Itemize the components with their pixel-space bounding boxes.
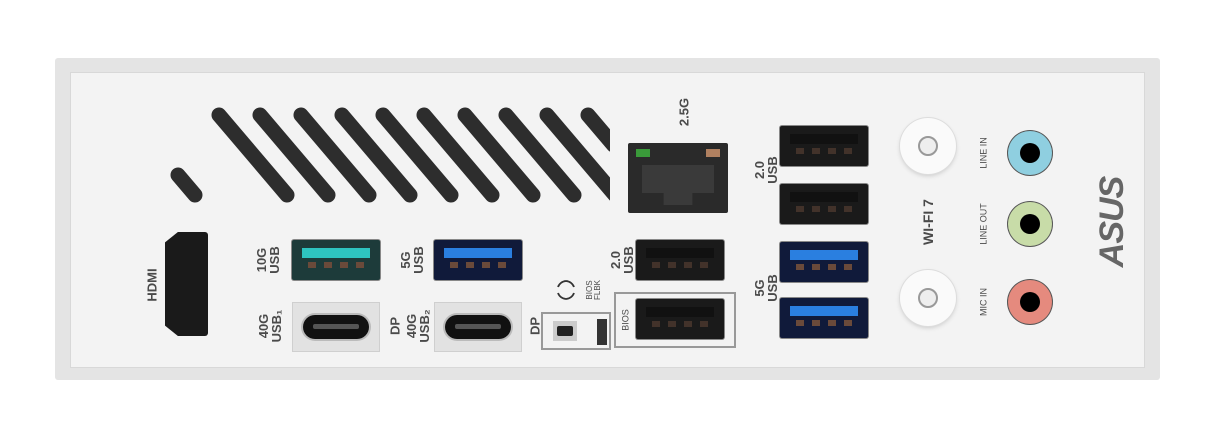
wifi-antenna-connector-2[interactable] — [900, 270, 956, 326]
asus-logo: ASUS — [1093, 176, 1131, 268]
dp-1-label: DP — [387, 316, 403, 336]
usb-20-port-1[interactable] — [636, 240, 724, 280]
line-in-label: LINE IN — [978, 137, 989, 169]
vent-slot — [293, 107, 377, 203]
dp-2-label: DP — [527, 316, 543, 336]
hdmi-port[interactable] — [165, 232, 208, 336]
line-out-jack[interactable] — [1008, 202, 1052, 246]
usb-20-port-2[interactable] — [780, 126, 868, 166]
vent-slot — [252, 107, 336, 203]
wifi-label: WI-FI 7 — [920, 199, 936, 245]
vent-slot — [416, 107, 500, 203]
refresh-icon — [557, 280, 575, 300]
usb-20-port-3[interactable] — [780, 184, 868, 224]
vent-slot — [457, 107, 541, 203]
lan-port[interactable] — [628, 143, 728, 213]
vent-slot — [211, 107, 295, 203]
vent-slot — [170, 167, 203, 203]
io-shield-panel — [70, 72, 1145, 368]
vent-slot — [580, 107, 610, 152]
usb-bios-port[interactable] — [636, 299, 724, 339]
usb-5g-port-2[interactable] — [780, 242, 868, 282]
clr-cmos-switch[interactable] — [597, 319, 607, 345]
vent-slot — [334, 107, 418, 203]
line-out-label: LINE OUT — [978, 203, 989, 245]
usb-c-40g-1-port[interactable] — [292, 302, 380, 352]
usb-5g-port[interactable] — [434, 240, 522, 280]
bios-flbk-box — [541, 312, 611, 350]
usb-5g-port-3[interactable] — [780, 298, 868, 338]
vent-slots — [170, 107, 610, 203]
line-in-jack[interactable] — [1008, 131, 1052, 175]
bios-label: BIOS — [620, 309, 631, 331]
lan-led-right — [706, 149, 720, 157]
bios-usb-box — [614, 292, 736, 348]
lan-label: 2.5G — [676, 97, 692, 127]
vent-slot — [498, 107, 582, 203]
wifi-antenna-connector-1[interactable] — [900, 118, 956, 174]
mic-in-label: MIC IN — [978, 288, 989, 316]
usb-c-40g-2-port[interactable] — [434, 302, 522, 352]
mic-in-jack[interactable] — [1008, 280, 1052, 324]
hdmi-label: HDMI — [144, 268, 160, 302]
usb-10g-port[interactable] — [292, 240, 380, 280]
lan-led-left — [636, 149, 650, 157]
bios-flbk-button[interactable] — [553, 321, 577, 341]
vent-slot — [375, 107, 459, 203]
vent-slot — [539, 107, 610, 201]
